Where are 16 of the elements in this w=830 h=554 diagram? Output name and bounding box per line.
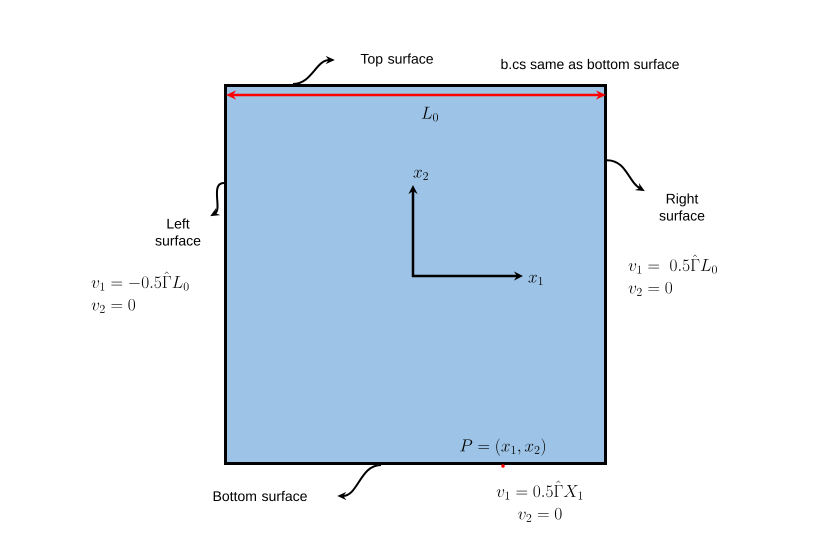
surface-label: Top surface	[360, 53, 433, 67]
boundary-condition: $v_2 = 0$	[518, 508, 562, 522]
boundary-condition: $v_1 = \ 0.5\hat{\Gamma}L_0$	[628, 254, 717, 274]
axis-label: $x_1$	[528, 274, 543, 285]
boundary-condition: $v_1 = 0.5\hat{\Gamma}X_1$	[496, 480, 582, 500]
surface-label: Right surface	[659, 193, 704, 221]
point-label: $P = (x_1, x_2)$	[460, 438, 545, 456]
surface-label: Bottom surface	[214, 490, 307, 502]
note: b.cs same as bottom surface	[501, 58, 679, 70]
surface-label: Left surface	[155, 218, 200, 246]
boundary-condition: $v_1 = -0.5\hat{\Gamma}L_0$	[92, 272, 189, 291]
axis-label: $x_2$	[414, 170, 428, 180]
dimension-label: $L_0$	[422, 106, 438, 122]
boundary-condition: $v_2 = 0$	[628, 282, 672, 296]
domain-square	[224, 84, 607, 465]
boundary-condition: $v_2 = 0$	[92, 298, 136, 313]
